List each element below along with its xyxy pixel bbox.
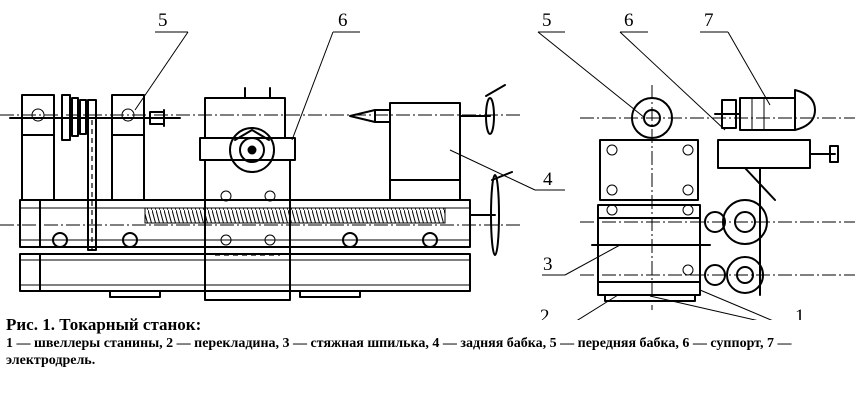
tailstock — [349, 84, 513, 256]
callout-5-side: 5 — [158, 10, 168, 31]
callout-6-end: 6 — [624, 10, 634, 31]
caption-title: Рис. 1. Токарный станок: — [6, 315, 202, 334]
callout-5-end: 5 — [542, 10, 552, 31]
figure-caption: Рис. 1. Токарный станок: 1 — швеллеры ст… — [6, 315, 854, 369]
bed-lower-channel — [19, 253, 471, 292]
callout-6-side: 6 — [338, 10, 348, 31]
callout-1-end: 1 — [795, 306, 805, 320]
electric-drill — [714, 89, 816, 131]
lathe-end-view — [580, 85, 855, 310]
lead-screw — [144, 207, 446, 224]
callout-3-end: 3 — [543, 254, 553, 275]
carriage — [199, 87, 296, 301]
lathe-drawing: 5 6 4 5 6 7 3 2 1 — [0, 10, 855, 320]
leader-lines — [134, 31, 773, 320]
bed-bolts — [52, 232, 438, 248]
headstock — [9, 94, 181, 251]
callout-2-end: 2 — [540, 306, 550, 320]
caption-legend: 1 — швеллеры станины, 2 — перекладина, 3… — [6, 336, 792, 368]
callout-7-end: 7 — [704, 10, 714, 31]
lathe-side-view — [0, 84, 520, 301]
callout-4-side: 4 — [543, 169, 553, 190]
